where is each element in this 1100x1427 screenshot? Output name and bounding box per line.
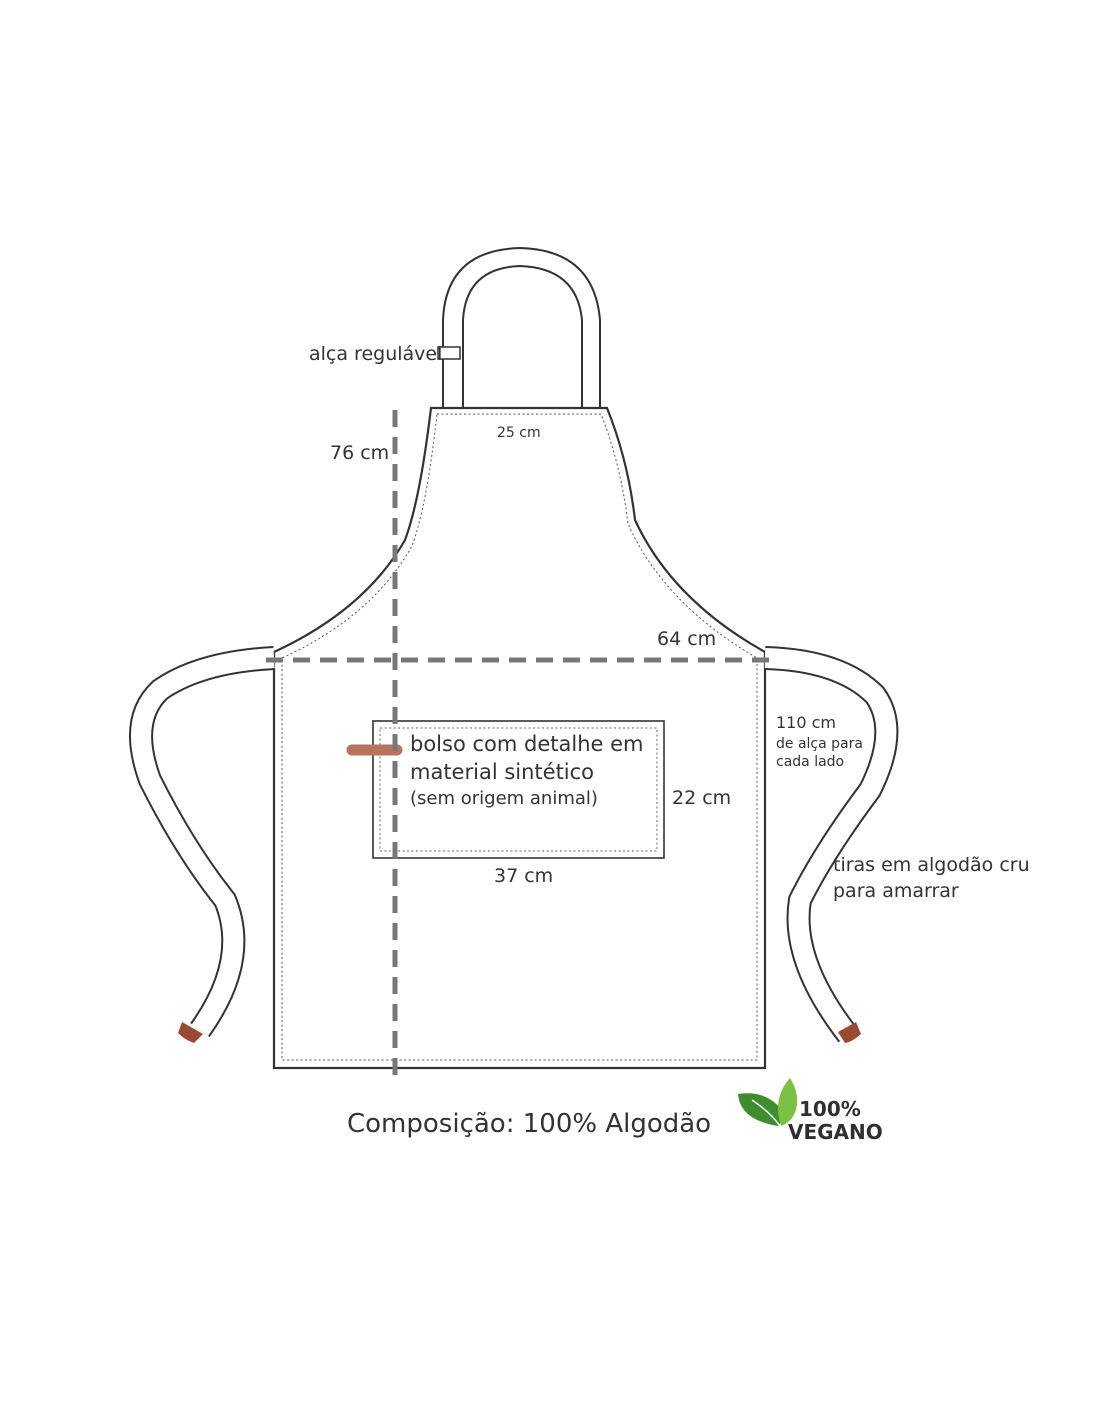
badge-line2: VEGANO — [788, 1120, 883, 1144]
vegan-badge: 100% VEGANO — [738, 1078, 883, 1144]
leaf-icon — [738, 1078, 798, 1127]
ties-label-line2: para amarrar — [833, 880, 959, 902]
neck-strap — [442, 246, 601, 410]
top-width-label: 25 cm — [497, 425, 541, 441]
strap-length-value: 110 cm — [776, 713, 836, 732]
pocket — [372, 720, 665, 859]
waist-width-label: 64 cm — [657, 628, 716, 650]
composition-label: Composição: 100% Algodão — [347, 1109, 711, 1139]
pocket-label-line3: (sem origem animal) — [410, 788, 598, 809]
pocket-height-label: 22 cm — [672, 787, 731, 809]
adjustable-strap-label: alça regulável — [309, 343, 442, 365]
left-tie-tip — [178, 1022, 203, 1043]
pocket-label-line1: bolso com detalhe em — [410, 732, 643, 756]
right-tie-tip — [838, 1022, 861, 1043]
ties-label-line1: tiras em algodão cru — [833, 854, 1030, 876]
strap-buckle-icon — [437, 346, 461, 360]
strap-length-line2: cada lado — [776, 754, 844, 770]
pocket-label-line2: material sintético — [410, 760, 594, 784]
right-tie — [764, 646, 899, 1043]
height-label: 76 cm — [330, 442, 389, 464]
badge-line1: 100% — [799, 1097, 861, 1121]
pocket-width-label: 37 cm — [494, 865, 553, 887]
left-tie — [129, 646, 275, 1043]
strap-length-line1: de alça para — [776, 736, 863, 752]
